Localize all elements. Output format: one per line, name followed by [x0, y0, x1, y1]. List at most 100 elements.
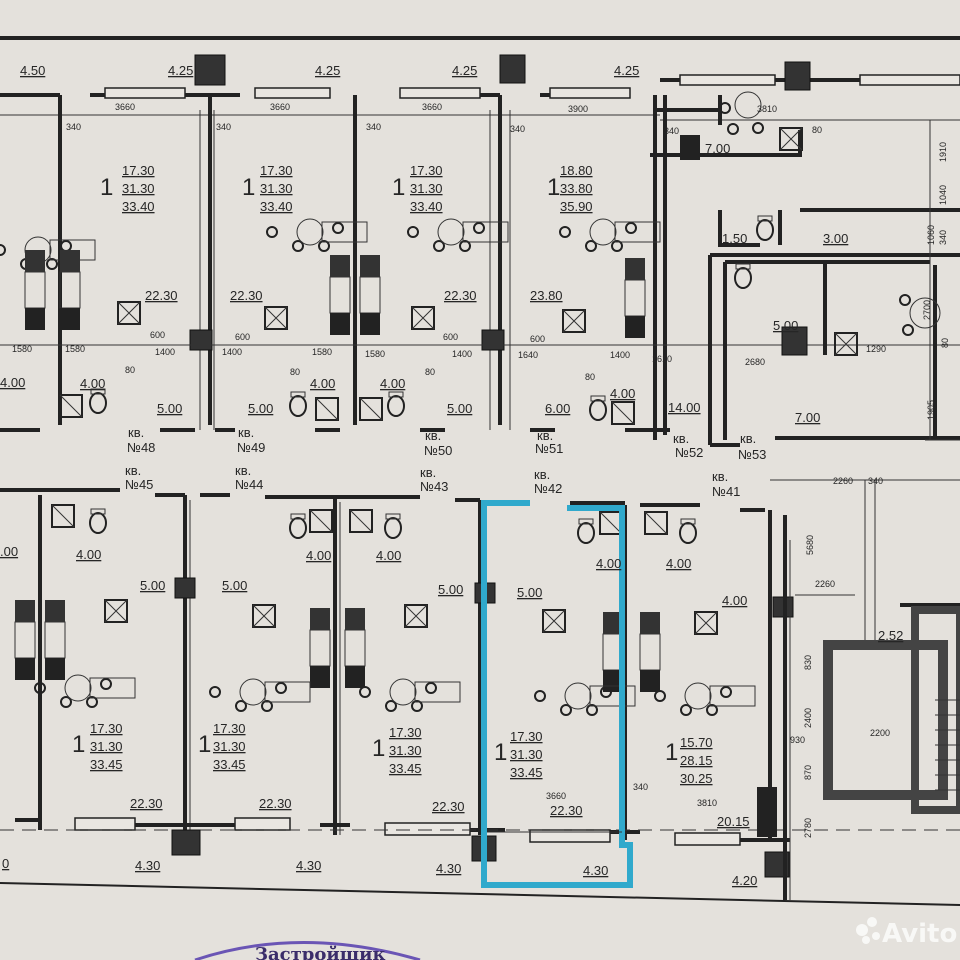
plan-label: 600 [235, 332, 250, 342]
plan-label: 1 [242, 174, 255, 201]
plan-label: 1400 [610, 350, 630, 360]
plan-label: 33.80 [560, 181, 593, 196]
plan-label: 33.45 [510, 765, 543, 780]
plan-label: №44 [235, 477, 263, 492]
plan-label: кв. [740, 431, 756, 446]
plan-label: 31.30 [213, 739, 246, 754]
plan-label: 2260 [815, 579, 835, 589]
plan-label: 3660 [422, 102, 442, 112]
plan-label: №41 [712, 484, 740, 499]
plan-label: 1400 [222, 347, 242, 357]
plan-label: №51 [535, 441, 563, 456]
plan-label: 2700 [922, 300, 932, 320]
plan-label: 4.00 [596, 556, 621, 571]
plan-label: 4.00 [380, 376, 405, 391]
plan-label: .00 [0, 544, 18, 559]
plan-label: 30.25 [680, 771, 713, 786]
plan-label: 1 [100, 174, 113, 201]
plan-label: 4.00 [310, 376, 335, 391]
plan-label: 1400 [452, 349, 472, 359]
plan-label: 340 [216, 122, 231, 132]
apartment-51: 1 18.80 33.80 35.90 23.80 4.00 6.00 600 … [518, 163, 672, 456]
plan-label: 340 [66, 122, 81, 132]
plan-label: 80 [290, 367, 300, 377]
plan-label: 17.30 [389, 725, 422, 740]
apartment-50: 1 17.30 31.30 33.40 22.30 4.00 5.00 600 … [365, 163, 477, 458]
plan-label: 1040 [938, 185, 948, 205]
plan-label: 28.15 [680, 753, 713, 768]
plan-label: 4.00 [666, 556, 691, 571]
plan-label: 1 [665, 739, 678, 766]
plan-label: 4.00 [80, 376, 105, 391]
plan-label: 17.30 [510, 729, 543, 744]
plan-label: 5.00 [438, 582, 463, 597]
plan-label: 1 [494, 739, 507, 766]
plan-label: 6.00 [545, 401, 570, 416]
plan-label: 4.30 [583, 863, 608, 878]
plan-label: 1580 [12, 344, 32, 354]
plan-label: 1290 [866, 344, 886, 354]
plan-label: кв. [420, 465, 436, 480]
plan-label: 5.00 [248, 401, 273, 416]
plan-label: 5.00 [773, 318, 798, 333]
plan-label: 5.00 [140, 578, 165, 593]
plan-label: 3810 [697, 798, 717, 808]
plan-label: 1580 [65, 344, 85, 354]
plan-label: 80 [425, 367, 435, 377]
bottom-partial-left: .00 0 [0, 544, 18, 871]
plan-label: №43 [420, 479, 448, 494]
plan-label: кв. [537, 428, 553, 443]
plan-label: 340 [938, 230, 948, 245]
plan-label: 22.30 [444, 288, 477, 303]
plan-label: 33.45 [213, 757, 246, 772]
plan-label: 20.15 [717, 814, 750, 829]
plan-label: 5.00 [517, 585, 542, 600]
plan-label: №52 [675, 445, 703, 460]
plan-label: 1610 [652, 354, 672, 364]
plan-label: 600 [150, 330, 165, 340]
plan-label: 23.80 [530, 288, 563, 303]
plan-label: 1580 [312, 347, 332, 357]
plan-label: 1640 [518, 350, 538, 360]
plan-label: 80 [125, 365, 135, 375]
plan-label: Avito [882, 919, 957, 949]
plan-label: 4.00 [306, 548, 331, 563]
plan-label: 1 [547, 174, 560, 201]
plan-label: 5680 [805, 535, 815, 555]
plan-label: 4.25 [614, 63, 639, 78]
plan-label: 17.30 [90, 721, 123, 736]
plan-label: 1060 [926, 225, 936, 245]
apartment-49: 1 17.30 31.30 33.40 22.30 4.00 5.00 600 … [222, 163, 335, 455]
plan-label: 33.40 [410, 199, 443, 214]
plan-label: 22.30 [432, 799, 465, 814]
plan-label: 7.00 [705, 141, 730, 156]
plan-label: 3.00 [823, 231, 848, 246]
plan-label: №50 [424, 443, 452, 458]
plan-label: 15.70 [680, 735, 713, 750]
plan-label: 80 [940, 338, 950, 348]
plan-label: 17.30 [260, 163, 293, 178]
plan-label: кв. [712, 469, 728, 484]
plan-label: 1 [372, 735, 385, 762]
plan-label: 4.25 [168, 63, 193, 78]
plan-label: кв. [238, 425, 254, 440]
plan-label: 4.00 [76, 547, 101, 562]
plan-label: 3900 [568, 104, 588, 114]
stairwell [770, 479, 960, 900]
plan-label: 14.00 [668, 400, 701, 415]
plan-label: 3660 [115, 102, 135, 112]
plan-label: 340 [510, 124, 525, 134]
bottom-row-walls [0, 488, 960, 906]
plan-label: 31.30 [90, 739, 123, 754]
apartment-42-highlighted[interactable]: кв. №42 4.00 5.00 1 17.30 31.30 33.45 36… [494, 467, 648, 878]
plan-label: 33.40 [122, 199, 155, 214]
plan-label: кв. [235, 463, 251, 478]
plan-label: 340 [633, 782, 648, 792]
plan-label: 4.30 [296, 858, 321, 873]
plan-label: 33.40 [260, 199, 293, 214]
plan-label: 22.30 [230, 288, 263, 303]
plan-label: 340 [366, 122, 381, 132]
plan-label: 33.45 [90, 757, 123, 772]
plan-label: 5.00 [222, 578, 247, 593]
plan-label: 2260 [833, 476, 853, 486]
